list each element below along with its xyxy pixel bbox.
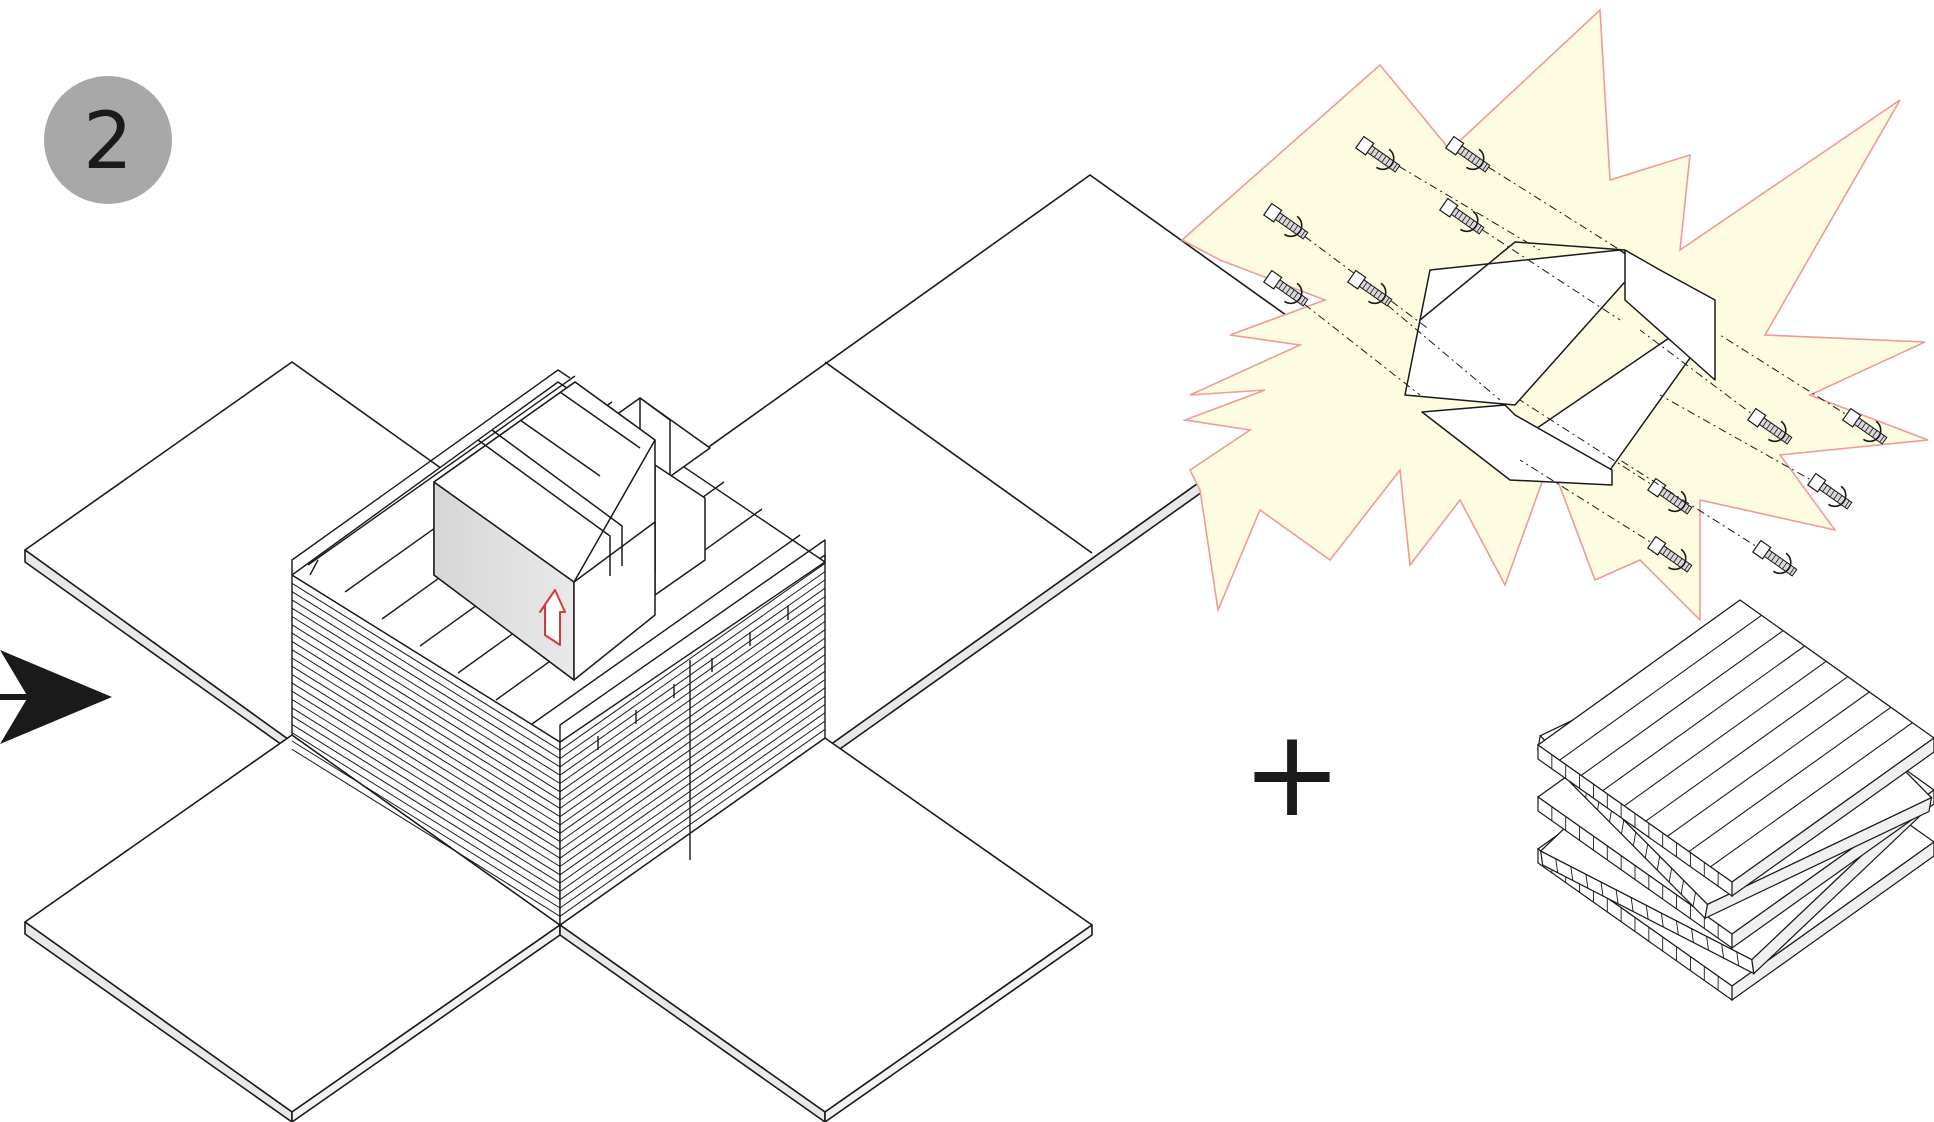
stack-layer-line [291,649,561,818]
stack-layer-line [291,657,561,826]
stacked-pallet [1536,599,1934,898]
rotation-arrow-icon [1367,282,1387,305]
stack-layer-line [559,596,826,784]
stack-layer-line [559,587,826,776]
stack-layer-line [291,607,561,776]
bolt-icon [1438,197,1485,235]
stack-layer-line [559,662,826,851]
stack-layer-line [291,723,561,892]
bolt-icon [1751,539,1798,577]
stack-layer-line [291,665,561,834]
stack-layer-line [559,728,826,917]
stack-layer-line [559,579,826,768]
stack-layer-line [559,604,826,793]
stack-layer-line [559,703,826,892]
pallet-stack [1536,599,1934,1002]
stack-layer-line [559,571,826,760]
bolt-guide-line [1719,334,1856,421]
stack-layer-line [291,591,561,760]
bolt-icon [1646,477,1693,515]
stack-layer-line [559,679,826,867]
direction-arrow-icon [0,650,112,744]
bolt-icon [1806,472,1853,510]
stack-layer-line [291,616,561,784]
stack-layer-line [559,562,826,751]
floor-tile-bottom-left [24,734,561,1122]
step-number: 2 [83,97,133,187]
rotation-arrow-icon [1667,490,1687,513]
stack-layer-line [291,707,561,876]
bolt-guide-line [1367,147,1541,251]
rotation-arrow-icon [1767,420,1787,443]
plus-icon: + [1242,705,1343,844]
bolt-guide-line [1451,209,1621,321]
stack-layer-line [559,620,826,809]
step-number-badge: 2 [44,76,172,204]
up-arrow-icon [539,589,566,646]
stack-layer-line [291,682,561,851]
stack-layer-line [291,699,561,867]
stack-layer-line [559,720,826,909]
stack-layer-line [291,632,561,801]
stack-layer-line [291,732,561,901]
bolt-guide-line [1639,329,1761,421]
stack-layer-lines [291,562,826,917]
stack-layer-line [291,690,561,859]
stack-layer-line [559,629,826,818]
bolt-icon [1841,407,1888,445]
corner-bracket [1404,241,1716,486]
rotation-arrow-icon [1283,215,1303,238]
stack-layer-line [559,645,826,834]
stack-layer-line [559,687,826,876]
bolt-icon [1262,202,1309,240]
bolt-icon [1444,135,1491,173]
stack-layer-line [559,612,826,801]
stack-layer-line [559,695,826,884]
rotation-arrow-icon [1667,548,1687,571]
stack-layer-line [291,599,561,768]
bolt-icon [1746,407,1793,445]
stack-layer-line [291,740,561,909]
stack-layer-line [291,624,561,793]
rotation-arrow-icon [1459,210,1479,233]
bolt-icon [1346,269,1393,307]
stack-layer-line [559,637,826,826]
bolt-set [1262,135,1888,577]
stack-layer-line [291,582,561,751]
bolt-guide-line [1519,399,1661,491]
stack-layer-line [559,654,826,843]
bolt-icon [1262,269,1309,307]
rotation-arrow-icon [1283,282,1303,305]
rotation-arrow-icon [1375,148,1395,171]
stack-layer-line [291,674,561,843]
stack-layer-line [291,640,561,809]
stack-layer-line [291,748,561,917]
stack-layer-line [559,712,826,901]
rotation-arrow-icon [1862,420,1882,443]
shipping-box [433,381,711,681]
bolt-icon [1646,535,1693,573]
bolt-guide-line [1659,394,1821,486]
stack-layer-line [559,670,826,859]
rotation-arrow-icon [1827,485,1847,508]
bolt-guide-line [1275,214,1431,331]
stack-layer-line [291,715,561,884]
bolt-icon [1354,135,1401,173]
rotation-arrow-icon [1465,148,1485,171]
rotation-arrow-icon [1772,552,1792,575]
plus-sign: + [1242,705,1343,844]
bolt-guide-line [1619,459,1766,553]
